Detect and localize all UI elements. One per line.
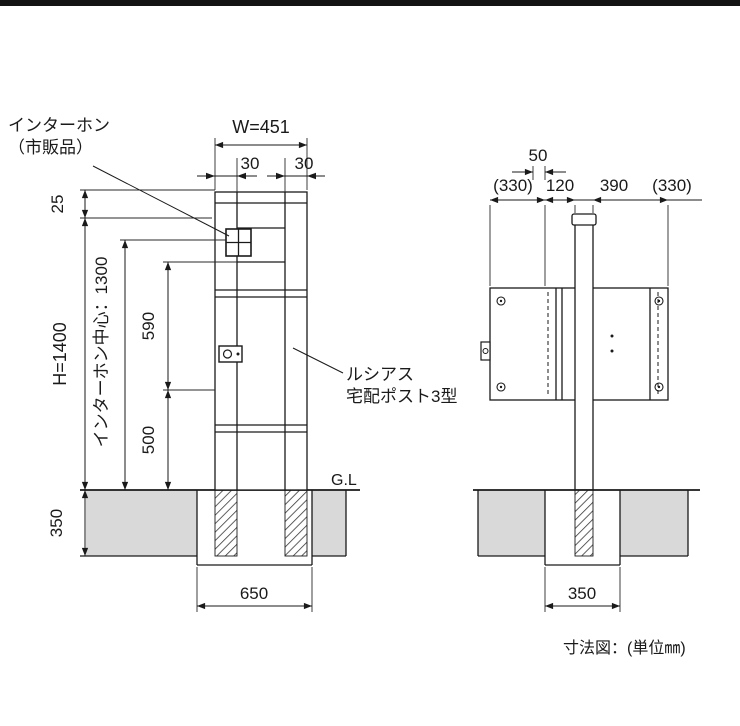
intercom-leader-line [92,165,230,237]
dim-foundation-width-label: 650 [240,584,268,603]
dim-cap-height-label: 25 [48,195,67,214]
soil-left [86,490,197,556]
dim-right-margin-label: 30 [295,154,314,173]
dim-intercom-center-label: インターホン中心：1300 [92,257,111,448]
embedded-post-right [284,489,308,557]
dim-foundation-depth-label: 350 [47,509,66,537]
post-outline [574,223,594,491]
post-lock [218,345,243,363]
screw-icon [654,382,664,392]
dim-width-label: W=451 [232,117,290,137]
product-label-line1: ルシアス [346,365,414,384]
screw-icon [496,382,506,392]
lock-dial-icon [222,349,233,359]
dim-left-margin-label: 30 [241,154,260,173]
top-border [0,0,740,6]
intercom-label-line1: インターホン [8,116,110,135]
product-label-line2: 宅配ポスト3型 [346,387,457,406]
intercom-label-line2: （市販品） [8,138,93,157]
post-cap [571,213,597,226]
embedded-post [574,489,594,557]
ground-line-label: G.L [331,472,357,489]
dim-top-offset-label: 50 [529,146,548,165]
intercom-unit [225,228,252,257]
front-foundation [80,489,360,566]
side-lock [480,341,491,361]
front-annotations: インターホン （市販品） ルシアス 宅配ポスト3型 [8,116,457,406]
side-view: 50 (330) 120 390 (330) [473,146,702,612]
dim-box-depth-label: 390 [600,176,628,195]
side-dimensions: 50 (330) 120 390 (330) [489,146,702,612]
front-pillar [214,191,308,491]
dim-post-depth-label: 120 [546,176,574,195]
pillar-outline [214,191,308,491]
dim-lower-section-label: 500 [139,426,158,454]
soil-right [620,490,688,556]
dim-front-overhang-label: (330) [493,176,533,195]
soil-right [312,490,346,556]
dim-upper-section-label: 590 [139,312,158,340]
drawing-caption: 寸法図：(単位㎜) [563,639,686,657]
side-foundation [473,489,700,566]
front-dimensions: W=451 30 30 25 H=1400 350 [47,117,357,612]
dim-side-foundation-width-label: 350 [568,584,596,603]
front-view: W=451 30 30 25 H=1400 350 [8,116,457,612]
side-post [571,213,597,491]
screw-icon [654,296,664,306]
embedded-post-left [214,489,238,557]
dim-rear-overhang-label: (330) [652,176,692,195]
product-leader-line [292,347,344,374]
dim-total-height-label: H=1400 [50,322,70,386]
screw-icon [496,296,506,306]
soil-left [478,490,545,556]
